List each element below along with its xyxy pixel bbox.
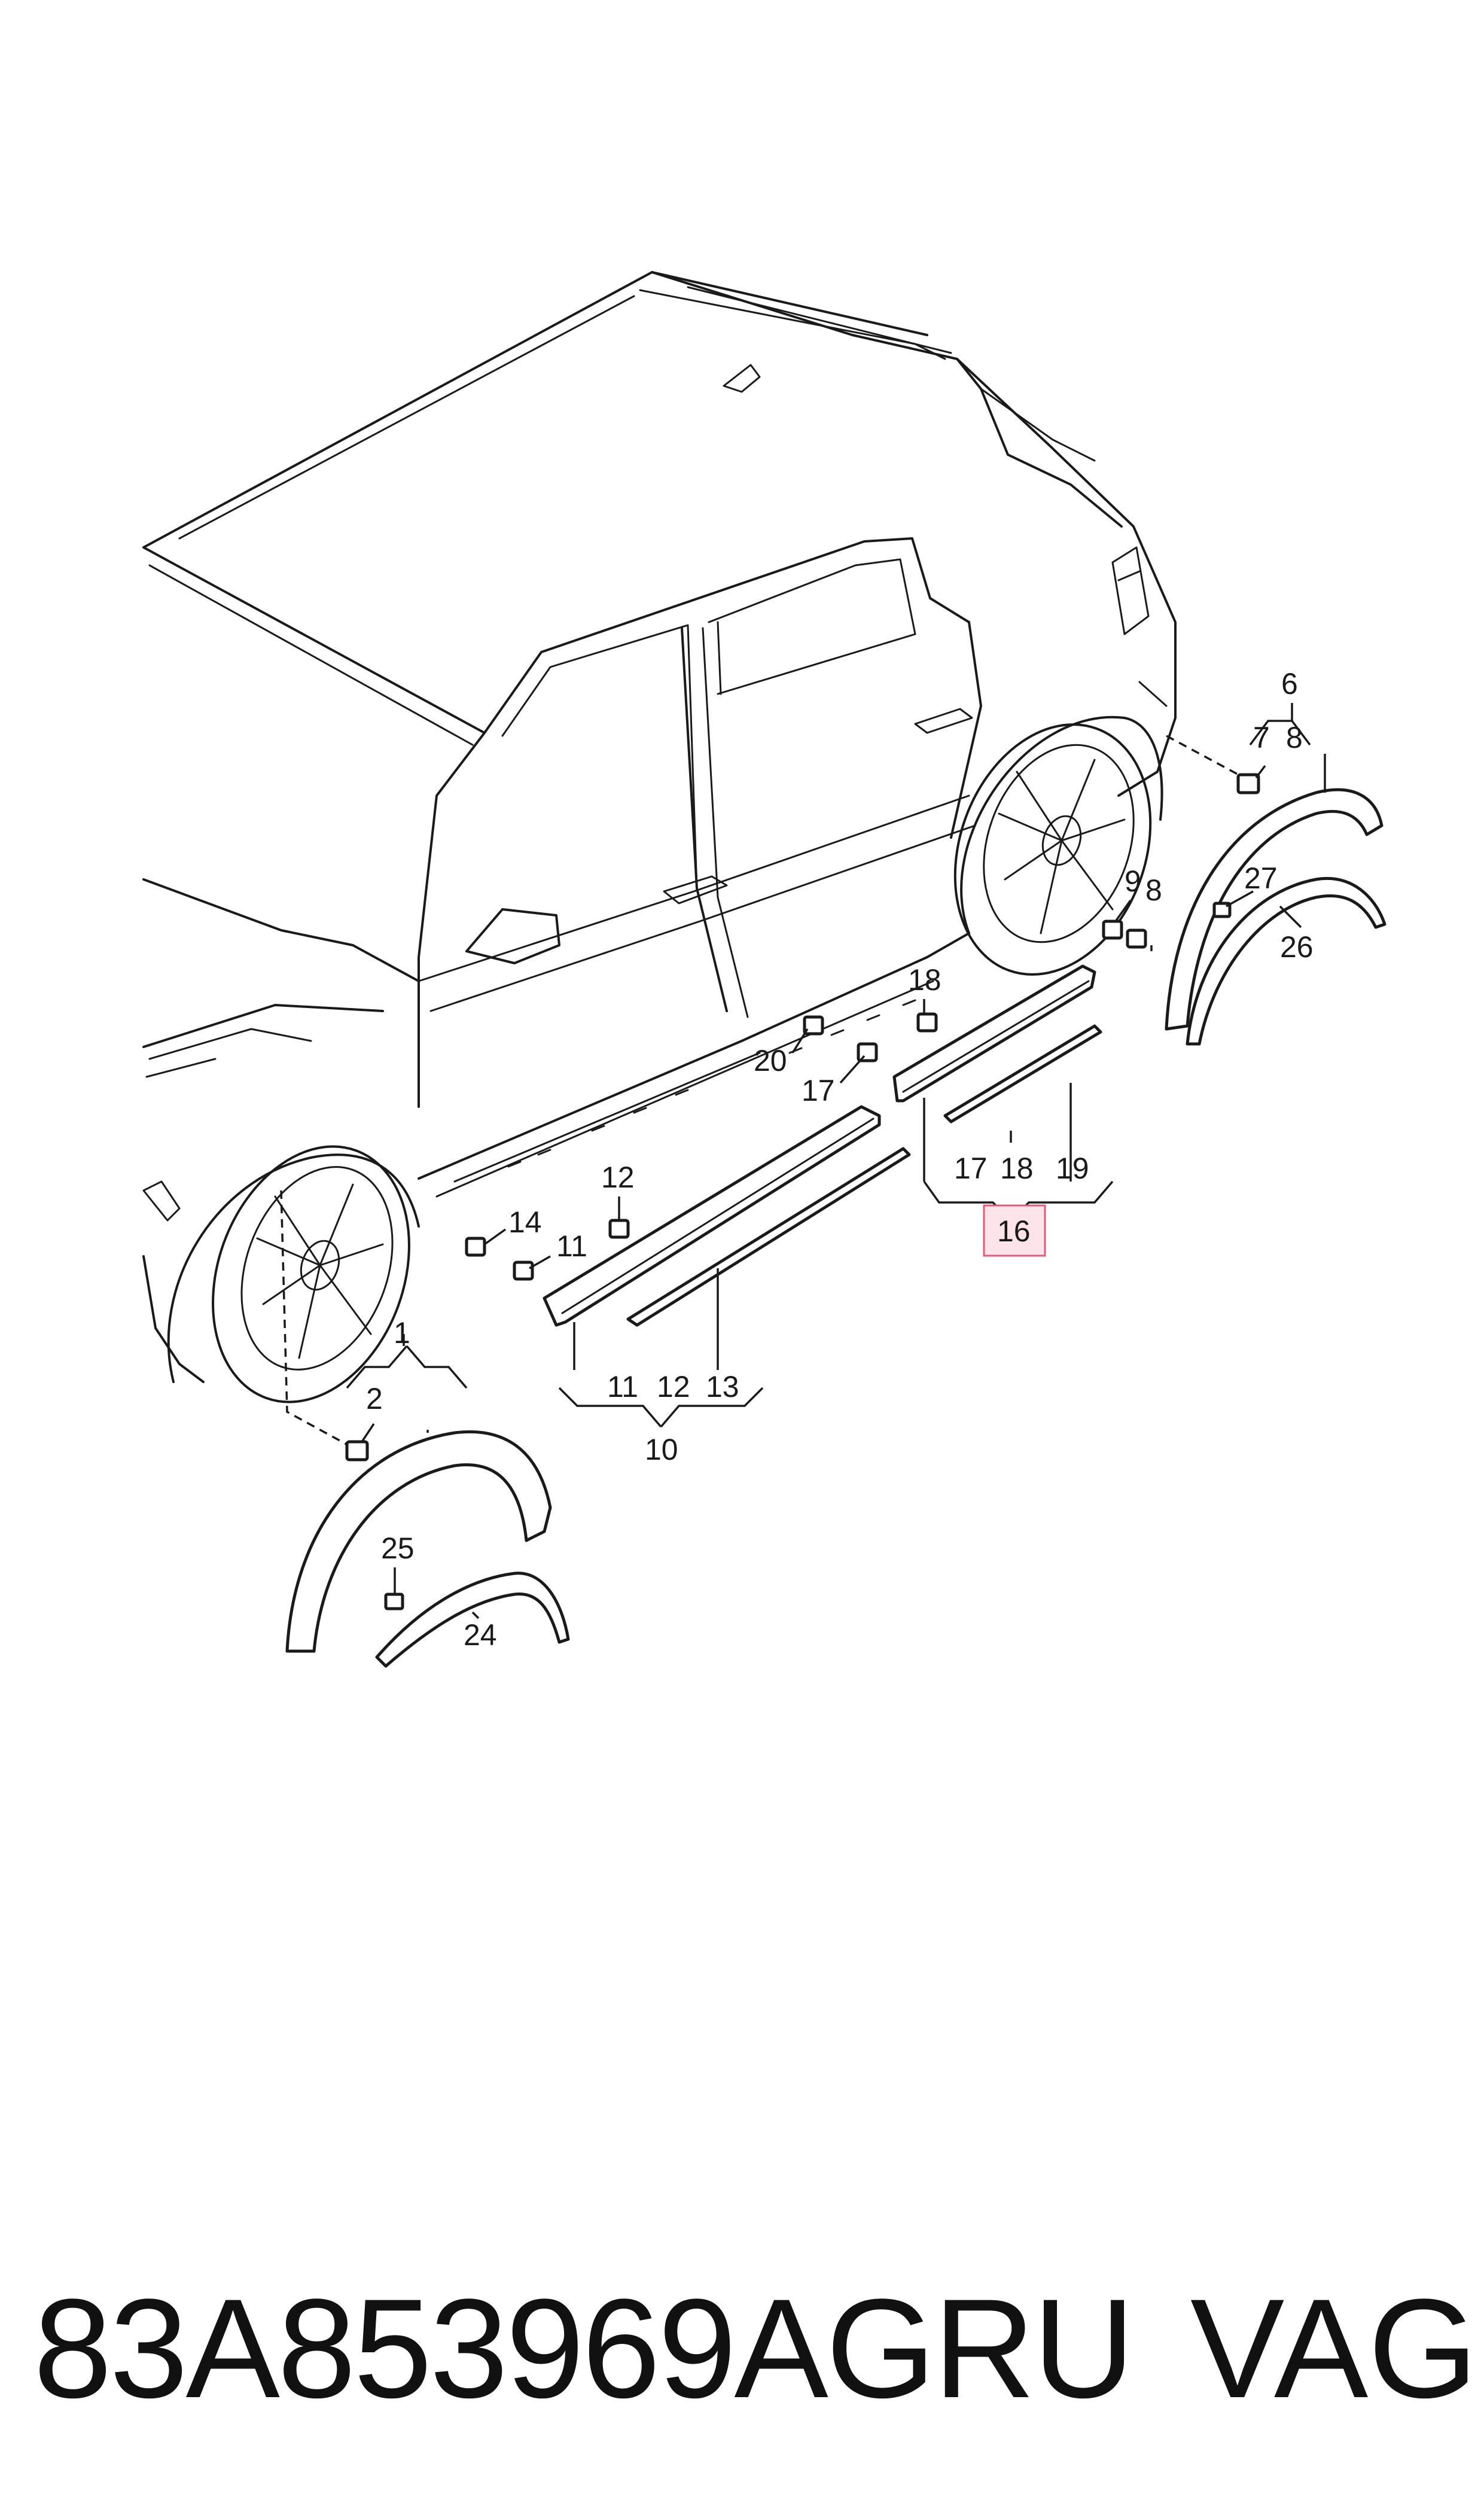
callout-10: 10 xyxy=(645,1433,678,1466)
callout-2: 2 xyxy=(366,1382,383,1415)
rear-sill-strip xyxy=(943,1024,1102,1123)
callout-27: 27 xyxy=(1244,861,1278,895)
rear-sill-trim-edge xyxy=(902,980,1090,1093)
clip-7 xyxy=(1236,773,1260,794)
callout-12: 12 xyxy=(657,1370,690,1403)
highlight-box-16 xyxy=(983,1204,1046,1257)
rear-wheel xyxy=(953,723,1152,976)
callout-18: 18 xyxy=(1000,1152,1034,1185)
assembly-line-front xyxy=(280,1190,354,1449)
clip-8 xyxy=(1126,928,1147,949)
callout-7: 7 xyxy=(1253,721,1270,754)
front-wheel-arch-trim xyxy=(285,1430,552,1653)
callout-13: 13 xyxy=(706,1370,739,1403)
rear-arch-liner xyxy=(1186,877,1387,1046)
clip-2 xyxy=(345,1440,369,1462)
clip-12 xyxy=(608,1219,630,1239)
car-body-outline xyxy=(142,271,1177,1383)
assembly-line-rear xyxy=(1166,735,1245,779)
callout-1: 1 xyxy=(394,1316,410,1350)
clip-11 xyxy=(513,1260,534,1281)
callout-20: 20 xyxy=(754,1044,787,1077)
callout-18: 18 xyxy=(908,963,941,997)
callout-12: 12 xyxy=(601,1161,635,1194)
callout-9: 9 xyxy=(1125,864,1141,898)
part-number: 83A853969AGRU xyxy=(33,2270,1135,2428)
rear-wheel-arch-trim xyxy=(1165,788,1384,1031)
callout-11: 11 xyxy=(556,1229,587,1263)
callout-17: 17 xyxy=(954,1152,988,1185)
front-sill-strip xyxy=(626,1147,911,1327)
clip-27 xyxy=(1212,902,1232,918)
callout-8: 8 xyxy=(1145,873,1162,907)
clip-25 xyxy=(384,1593,404,1610)
callout-11: 11 xyxy=(607,1370,638,1403)
leader-lines xyxy=(346,703,1326,1619)
callout-14: 14 xyxy=(508,1205,542,1239)
clip-18 xyxy=(916,1012,938,1033)
clip-20 xyxy=(803,1015,824,1036)
callout-24: 24 xyxy=(464,1618,497,1652)
callout-6: 6 xyxy=(1281,667,1298,701)
brand-name: VAG xyxy=(1190,2270,1478,2428)
callout-17: 17 xyxy=(802,1074,835,1107)
clip-14 xyxy=(465,1237,486,1257)
clip-9 xyxy=(1102,919,1123,940)
callout-26: 26 xyxy=(1280,930,1314,964)
callout-8: 8 xyxy=(1286,721,1303,754)
front-arch-liner xyxy=(375,1572,570,1668)
front-wheel xyxy=(212,1145,410,1403)
callout-16: 16 xyxy=(997,1214,1031,1248)
front-sill-trim-edge xyxy=(561,1118,874,1314)
front-sill-trim xyxy=(543,1105,881,1327)
callout-19: 19 xyxy=(1056,1152,1089,1185)
footer: 83A853969AGRU VAG xyxy=(0,2267,1484,2428)
callout-25: 25 xyxy=(381,1531,415,1565)
